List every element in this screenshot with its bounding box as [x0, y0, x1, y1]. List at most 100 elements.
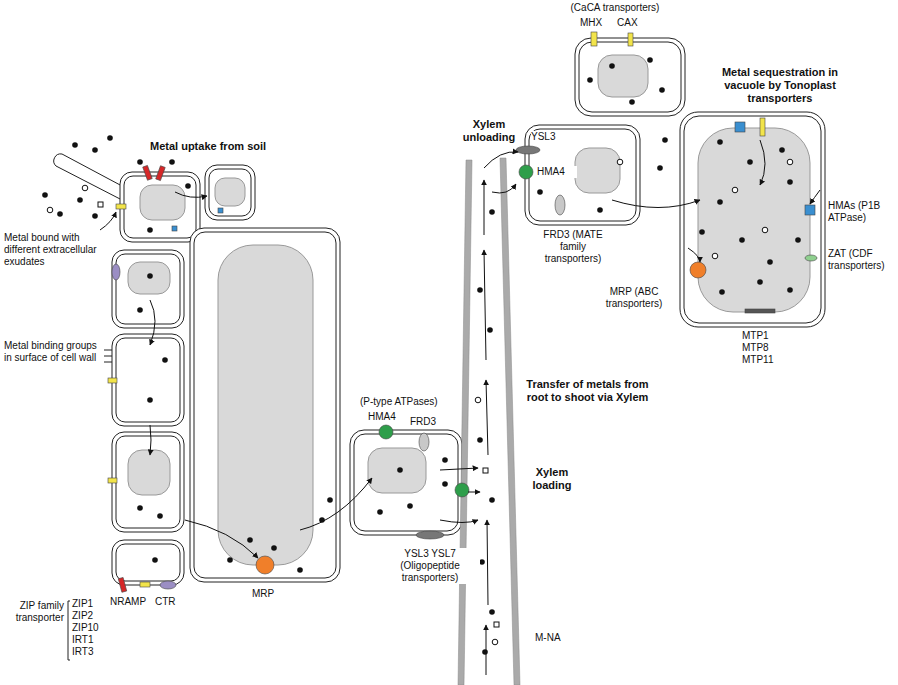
flow-arrow	[300, 478, 372, 530]
transporter	[516, 146, 540, 154]
metal-ion	[42, 192, 48, 198]
flow-arrow	[484, 152, 518, 168]
metal-complex	[47, 159, 793, 645]
metal-ion	[482, 649, 488, 655]
transporter-label: ZIP1 ZIP2 ZIP10 IRT1 IRT3	[72, 598, 106, 658]
metal-ion	[779, 147, 785, 153]
metal-ion	[92, 147, 98, 153]
section-heading: Metal sequestration in vacuole by Tonopl…	[700, 66, 860, 106]
section-heading: Transfer of metals from root to shoot vi…	[525, 378, 650, 404]
transporter-label: HMAs (P1B ATPase)	[828, 200, 894, 224]
metal-ion	[407, 503, 413, 509]
metal-ion	[739, 237, 745, 243]
root-cell	[116, 338, 180, 422]
bracket	[68, 601, 70, 660]
transporter	[108, 478, 117, 483]
flow-arrow	[612, 200, 700, 208]
transporter	[379, 425, 393, 439]
metal-ion	[487, 327, 493, 333]
metal-complex	[47, 207, 53, 213]
transporter-label: FRD3 (MATE family transporters)	[540, 229, 606, 265]
flow-arrow	[484, 250, 486, 360]
metal-ion	[717, 199, 723, 205]
metal-ion	[152, 557, 158, 563]
shoot-cell	[525, 125, 640, 225]
section-heading: Xylem loading	[522, 466, 582, 492]
metal-ion	[147, 397, 153, 403]
metal-ion	[169, 159, 175, 165]
metal-ion	[719, 289, 725, 295]
metal-ion	[297, 567, 303, 573]
metal-ion	[489, 497, 495, 503]
root-cell	[112, 432, 184, 532]
transporter	[416, 531, 444, 539]
metal-complex	[492, 639, 498, 645]
metal-ion	[537, 189, 543, 195]
flow-arrow	[440, 468, 478, 470]
metal-ion	[747, 159, 753, 165]
metal-complex	[732, 187, 738, 193]
xylem-wall	[458, 158, 520, 685]
transporter	[419, 433, 429, 451]
metal-ion	[699, 229, 705, 235]
root-hair	[54, 154, 122, 200]
transporter-label: Metal bound with different extracellular…	[4, 232, 104, 268]
metal-ion	[147, 227, 153, 233]
metal-ion	[247, 537, 253, 543]
transporter-label: Metal binding groups in surface of cell …	[4, 340, 102, 364]
metal-ion	[162, 357, 168, 363]
metal-ion	[489, 609, 495, 615]
transporter	[519, 165, 533, 179]
vacuole	[128, 450, 170, 495]
metal-ion	[227, 557, 233, 563]
metal-ion	[477, 437, 483, 443]
transporter-label: CAX	[617, 17, 647, 29]
metal-ion	[271, 545, 277, 551]
transporter	[455, 483, 469, 497]
transporter-label: ZAT (CDF transporters)	[828, 248, 894, 272]
vacuole	[368, 448, 426, 493]
flow-arrow	[492, 184, 516, 193]
flow-arrow	[150, 300, 155, 345]
flow-arrow	[487, 520, 488, 605]
metal-ion	[787, 179, 793, 185]
metal-complex	[712, 253, 718, 259]
root-cell	[112, 165, 462, 585]
transporter-label: CTR	[155, 596, 183, 608]
xylem-wall	[458, 160, 472, 685]
transporter	[140, 582, 150, 587]
metal-ion	[657, 165, 663, 171]
root-cell	[124, 176, 196, 238]
transporter	[112, 264, 120, 280]
transporter-label: HMA4	[537, 166, 577, 178]
vacuole	[140, 185, 185, 220]
root-cell	[120, 172, 200, 242]
transporter	[108, 378, 117, 383]
root-cell	[194, 232, 336, 578]
metal-ion	[477, 287, 483, 293]
metal-ion	[92, 213, 98, 219]
transporter-label: FRD3	[410, 416, 444, 428]
root-cell	[116, 436, 180, 528]
metal-ion	[77, 197, 83, 203]
cell-wall-binding-group	[104, 350, 112, 362]
metal-ion	[57, 211, 63, 217]
shoot-cell	[575, 38, 685, 116]
vacuole	[215, 178, 245, 206]
root-hair	[54, 154, 122, 200]
flow-arrow	[185, 520, 258, 558]
section-heading: Metal uptake from soil	[150, 140, 320, 153]
metal-ion	[137, 159, 143, 165]
shoot-cell	[680, 112, 825, 327]
vacuole	[575, 148, 620, 193]
metal-ion	[587, 77, 593, 83]
metal-complex	[787, 159, 793, 165]
vacuole	[128, 262, 170, 294]
metal-ion	[319, 517, 325, 523]
cell-wall-binding-group	[104, 350, 112, 351]
transporter	[805, 255, 817, 261]
metal-ion	[489, 209, 495, 215]
metal-ion	[442, 457, 448, 463]
transporter-label: M-NA	[535, 632, 575, 644]
